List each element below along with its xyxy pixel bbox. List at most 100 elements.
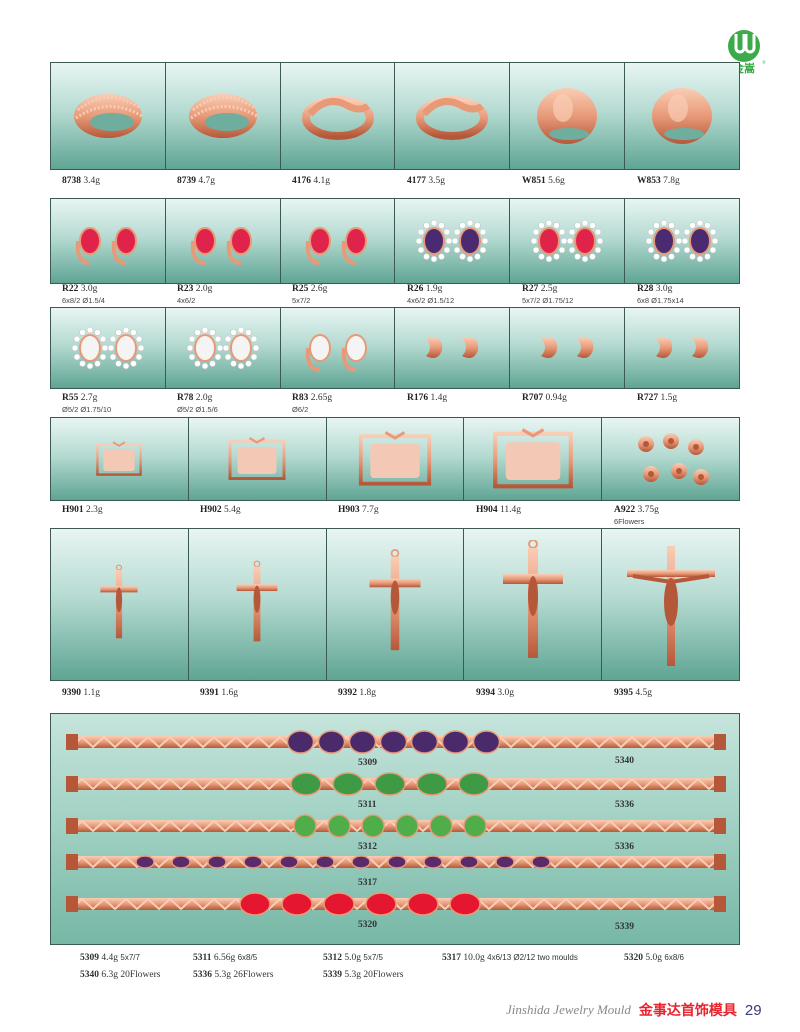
earring-halo-icon (530, 219, 604, 263)
bracelet-caption: 5317 10.0g 4x6/13 Ø2/12 two moulds (442, 953, 578, 963)
product-weight: 4.7g (198, 176, 215, 186)
bracelet-gem (458, 772, 490, 796)
product-image-H901 (51, 418, 189, 500)
product-image-R25 (280, 199, 396, 283)
bracelet-weight: 6.56g (213, 953, 236, 963)
product-code: R22 (62, 284, 79, 294)
ring-wave-icon (301, 96, 374, 140)
product-caption: W853 7.8g (625, 176, 740, 187)
bracelet-5311 (66, 772, 726, 796)
product-caption: H903 7.7g (326, 505, 464, 528)
bracelet-label-right: 5340 (615, 756, 634, 766)
product-caption: H904 11.4g (464, 505, 602, 528)
earring-stud-icon (305, 227, 367, 265)
bracelet-5320 (66, 892, 726, 916)
product-image-R22 (51, 199, 166, 283)
bracelet-weight: 5.3g 26Flowers (214, 970, 274, 980)
product-image-R26 (395, 199, 511, 283)
product-image-8738 (51, 63, 166, 169)
product-weight: 1.8g (359, 688, 376, 698)
bracelet-gem (293, 814, 317, 838)
bracelet-label-left: 5317 (358, 878, 377, 888)
bracelet-label-left: 5312 (358, 842, 377, 852)
product-weight: 1.9g (425, 284, 443, 294)
bracelet-gem (407, 892, 439, 916)
product-image-R28 (625, 199, 739, 283)
product-weight: 3.4g (83, 176, 100, 186)
bracelet-gem (416, 772, 448, 796)
product-weight: 2.65g (310, 393, 333, 403)
product-image-9391 (188, 529, 327, 680)
bracelet-label-left: 5320 (358, 920, 377, 930)
product-row (50, 307, 740, 389)
product-caption: 9391 1.6g (188, 688, 326, 699)
product-image-W853 (625, 63, 739, 169)
product-code: R176 (407, 393, 429, 403)
product-caption: 4176 4.1g (280, 176, 395, 187)
bracelet-caption: 5336 5.3g 26Flowers (193, 970, 274, 980)
bracelet-code: 5309 (80, 953, 99, 963)
bracelet-gem (279, 855, 299, 869)
bracelet-code: 5317 (442, 953, 461, 963)
buckle-icon (96, 441, 143, 476)
bracelet-caption: 5311 6.56g 6x8/5 (193, 953, 257, 963)
product-code: 4176 (292, 176, 311, 186)
product-image-H904 (464, 418, 603, 500)
product-image-8739 (165, 63, 281, 169)
product-image-R83 (280, 308, 396, 388)
product-weight: 3.75g (637, 505, 659, 515)
bracelet-gem (423, 855, 443, 869)
product-weight: 3.0g (497, 688, 514, 698)
product-code: W853 (637, 176, 661, 186)
product-weight: 2.7g (80, 393, 98, 403)
bracelet-gem (323, 892, 355, 916)
product-image-4177 (395, 63, 511, 169)
bracelet-code: 5320 (624, 953, 643, 963)
earring-halo-icon (645, 219, 719, 263)
bracelet-weight: 5.0g (645, 953, 662, 963)
bracelet-label-right: 5336 (615, 800, 634, 810)
crucifix-wide-icon (626, 545, 715, 666)
product-code: 9390 (62, 688, 81, 698)
bracelet-label-left: 5309 (358, 758, 377, 768)
bracelet-gem (351, 855, 371, 869)
product-image-R23 (165, 199, 281, 283)
bracelet-gem (374, 772, 406, 796)
product-code: 4177 (407, 176, 426, 186)
earring-stud-icon (305, 334, 367, 372)
earring-gold-icon (541, 337, 594, 358)
product-caption: W851 5.6g (510, 176, 625, 187)
product-weight: 2.3g (86, 505, 103, 515)
bracelet-caption: 5309 4.4g 5x7/7 (80, 953, 140, 963)
product-image-R55 (51, 308, 166, 388)
bracelet-gem (171, 855, 191, 869)
product-weight: 4.5g (635, 688, 652, 698)
product-weight: 4.1g (313, 176, 330, 186)
product-caption: 8738 3.4g (50, 176, 165, 187)
bracelet-caption: 5339 5.3g 20Flowers (323, 970, 404, 980)
product-row (50, 417, 740, 501)
earring-halo-icon (186, 326, 259, 370)
footer-brand: Jinshida Jewelry Mould (506, 1002, 631, 1017)
product-caption: 9394 3.0g (464, 688, 602, 699)
product-image-W851 (510, 63, 626, 169)
product-code: H903 (338, 505, 360, 515)
bracelet-gem (317, 730, 346, 754)
earring-halo-icon (416, 219, 489, 263)
product-code: 9394 (476, 688, 495, 698)
bracelet-gem (459, 855, 479, 869)
crucifix-icon (502, 539, 563, 658)
product-code: H902 (200, 505, 222, 515)
product-weight: 1.4g (430, 393, 448, 403)
bracelet-gem (290, 772, 322, 796)
footer: Jinshida Jewelry Mould 金事达首饰模具 29 (506, 1000, 762, 1020)
product-code: R26 (407, 284, 424, 294)
bracelet-5312 (66, 814, 726, 838)
bracelet-weight: 10.0g (463, 953, 485, 963)
product-weight: 2.5g (540, 284, 558, 294)
